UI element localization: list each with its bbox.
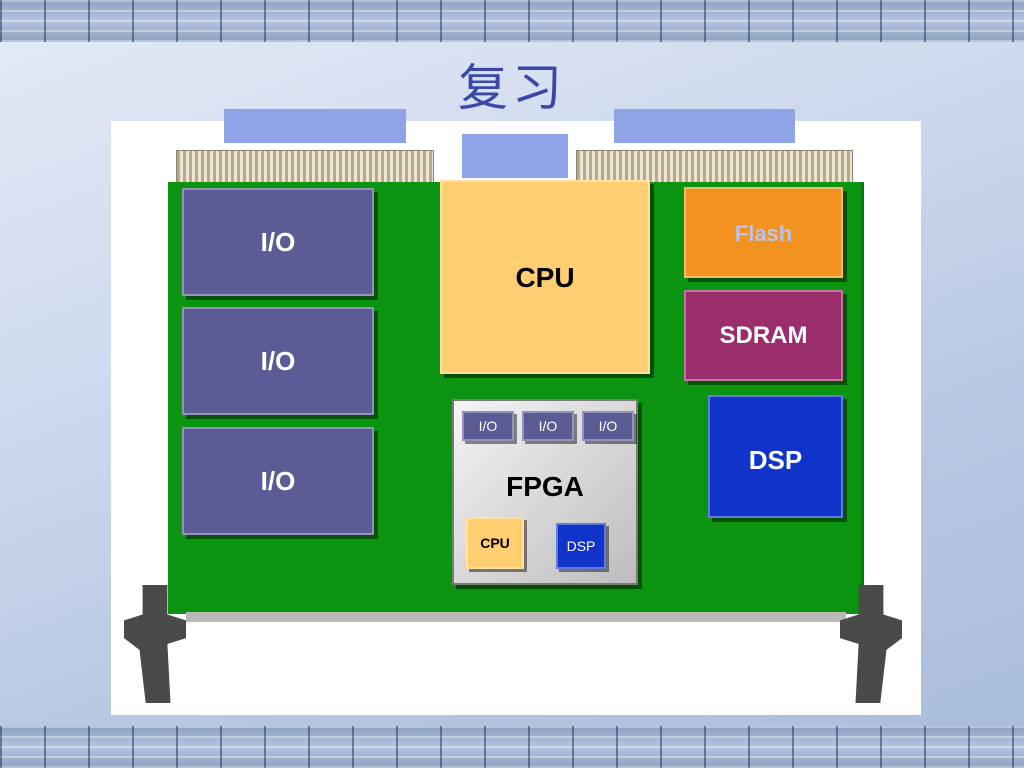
label-tab-center xyxy=(462,134,568,178)
io-block-1-label: I/O xyxy=(260,226,296,257)
dsp-chip: DSP xyxy=(708,395,843,518)
fpga-io-port-1-label: I/O xyxy=(478,418,498,434)
fpga-label: FPGA xyxy=(506,471,584,502)
flash-chip: Flash xyxy=(684,187,843,278)
io-block-2-label: I/O xyxy=(260,345,296,376)
cpu-chip-label: CPU xyxy=(515,262,575,293)
io-block-1: I/O xyxy=(182,188,374,296)
label-tab-right xyxy=(614,109,795,143)
fpga-cpu-core-label: CPU xyxy=(480,535,510,551)
flash-chip-label: Flash xyxy=(734,221,793,246)
sdram-chip: SDRAM xyxy=(684,290,843,381)
sdram-chip-label: SDRAM xyxy=(719,321,808,349)
pcb-bottom-edge xyxy=(186,612,846,622)
fpga-chip: I/O I/O I/O FPGA CPU DSP xyxy=(452,399,638,585)
fpga-io-port-1: I/O xyxy=(462,411,514,441)
connector-left xyxy=(176,150,434,186)
top-decorative-border xyxy=(0,0,1024,42)
label-tab-left xyxy=(224,109,406,143)
fpga-dsp-core: DSP xyxy=(556,523,606,569)
fpga-dsp-core-label: DSP xyxy=(566,538,596,554)
io-block-2: I/O xyxy=(182,307,374,415)
fpga-io-port-3: I/O xyxy=(582,411,634,441)
slide-title: 复习 xyxy=(458,59,566,117)
fpga-io-port-2: I/O xyxy=(522,411,574,441)
fpga-cpu-core: CPU xyxy=(466,517,524,569)
io-block-3-label: I/O xyxy=(260,465,296,496)
fpga-io-port-3-label: I/O xyxy=(598,418,618,434)
fpga-io-port-2-label: I/O xyxy=(538,418,558,434)
cpu-chip: CPU xyxy=(440,180,650,374)
dsp-chip-label: DSP xyxy=(748,445,803,475)
io-block-3: I/O xyxy=(182,427,374,535)
bottom-decorative-border xyxy=(0,726,1024,768)
